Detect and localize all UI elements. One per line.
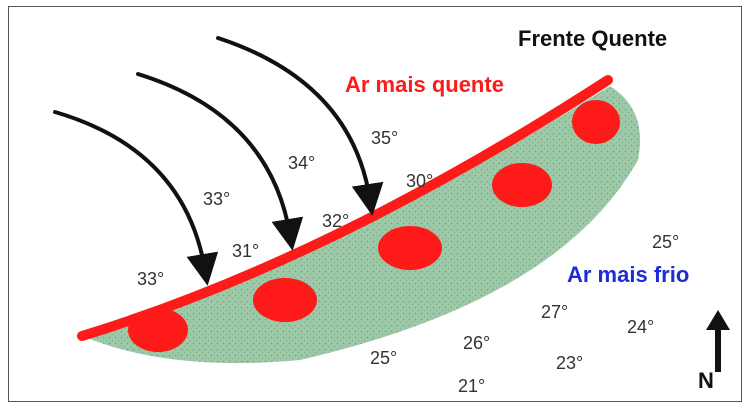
temperature-label: 31° — [232, 241, 260, 261]
cold-air-label: Ar mais frio — [567, 262, 690, 287]
north-label: N — [698, 368, 714, 393]
temperature-label: 27° — [541, 302, 569, 322]
arrow-2 — [136, 72, 304, 251]
front-semicircle — [492, 163, 552, 207]
temperature-label: 30° — [406, 171, 434, 191]
cold-air-region — [85, 86, 641, 364]
front-semicircle — [253, 278, 317, 322]
temperature-label: 24° — [627, 317, 655, 337]
diagram-title: Frente Quente — [518, 26, 668, 51]
warm-air-arrows — [53, 36, 384, 286]
front-semicircle — [128, 308, 188, 352]
temperature-label: 33° — [137, 269, 165, 289]
arrow-3 — [216, 36, 384, 216]
temperature-label: 26° — [463, 333, 491, 353]
temperature-label: 21° — [458, 376, 486, 396]
temperature-label: 32° — [322, 211, 350, 231]
front-semicircle — [378, 226, 442, 270]
temperature-label: 33° — [203, 189, 231, 209]
arrow-1 — [53, 110, 219, 286]
temperature-label: 25° — [370, 348, 398, 368]
temperature-label: 34° — [288, 153, 316, 173]
warm-air-label: Ar mais quente — [345, 72, 504, 97]
north-arrow-icon — [706, 310, 730, 372]
temperature-label: 23° — [556, 353, 584, 373]
temperature-label: 35° — [371, 128, 399, 148]
front-semicircle — [572, 100, 620, 144]
warm-front-semicircles — [128, 100, 620, 352]
temperature-label: 25° — [652, 232, 680, 252]
